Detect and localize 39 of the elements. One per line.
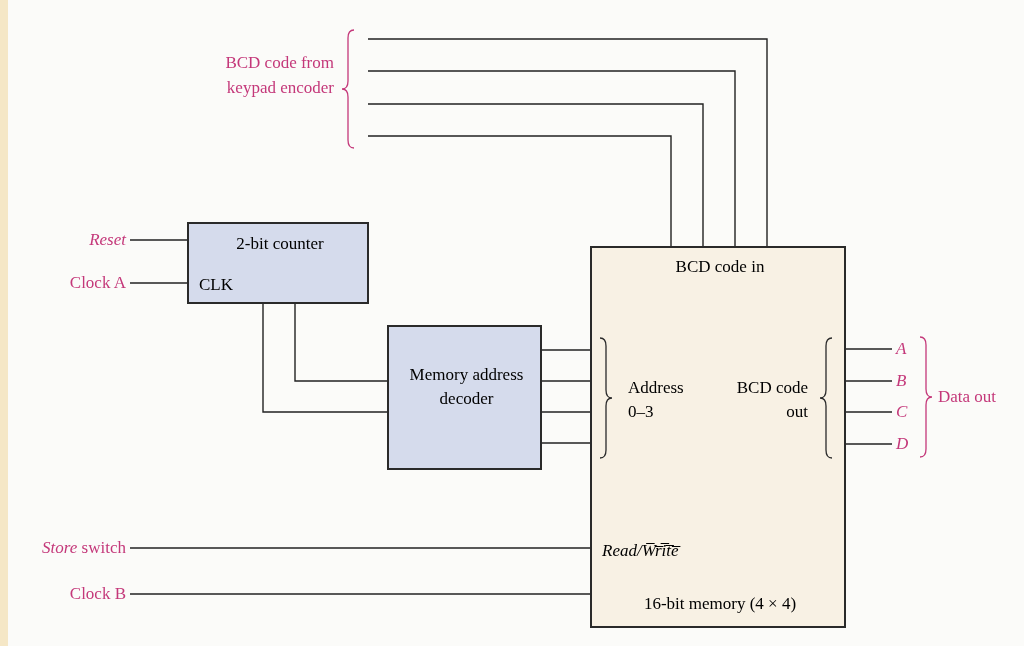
memory-block [590,246,846,628]
signal-label: Reset [50,229,126,251]
wire [367,135,672,247]
wire [541,442,591,444]
wire [845,443,893,445]
signal-label: A [896,338,914,360]
wire [541,380,591,382]
wire [367,103,704,247]
wire [845,348,893,350]
wire [845,380,893,382]
wire [845,411,893,413]
signal-label: B [896,370,914,392]
signal-label: Clock A [20,272,126,294]
wire [129,593,591,595]
box-title: 2-bit counter [235,234,325,254]
port-label: BCD code in [674,257,766,277]
wire [129,547,591,549]
wire [129,282,188,284]
signal-label: D [896,433,914,455]
signal-label: Store switch [10,537,126,559]
wire [541,411,591,413]
wire [262,303,388,413]
port-label: Address 0–3 [628,377,685,423]
wire [294,303,388,382]
wire [129,239,188,241]
box-title: 16-bit memory (4 × 4) [642,594,798,614]
logic-block [187,222,369,304]
pin-label: CLK [199,275,233,295]
logic-block [387,325,542,470]
bus-label: Data out [938,387,997,407]
box-title: Memory address decoder [408,364,525,410]
signal-label: C [896,401,914,423]
pin-label: Read/W̅r̅i̅t̅e̅ [602,541,679,561]
wire [367,70,736,247]
wire [367,38,768,247]
port-label: BCD code out [735,377,808,423]
signal-label: BCD code from keypad encoder [224,52,334,99]
signal-label: Clock B [20,583,126,605]
wire [541,349,591,351]
